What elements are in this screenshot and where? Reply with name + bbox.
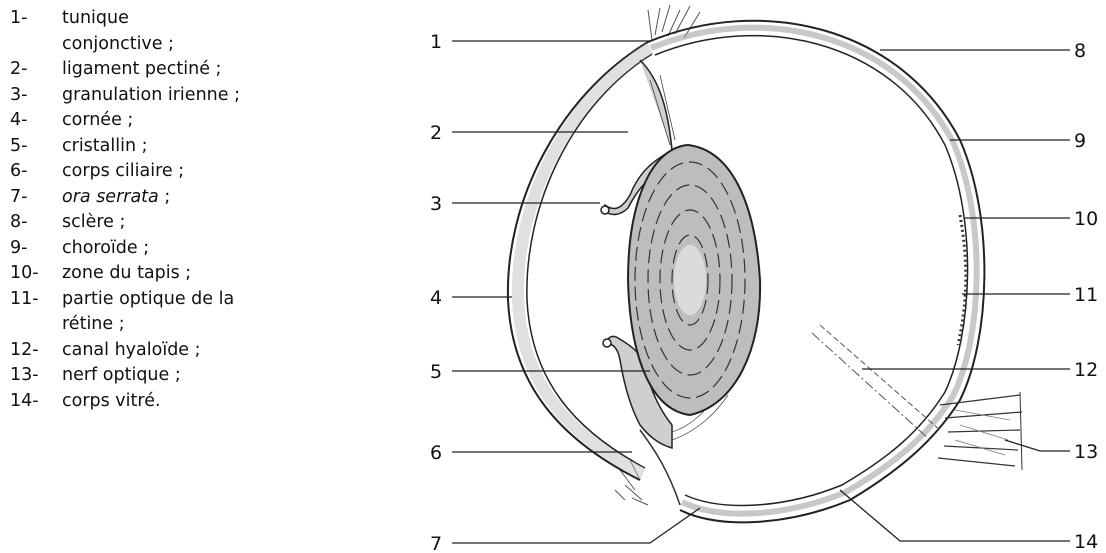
callout-11: 11 — [1074, 284, 1098, 306]
optic-nerve — [938, 392, 1022, 470]
iris-granulation-lower — [603, 339, 611, 347]
iris-granulation-upper — [601, 206, 609, 214]
callout-labels: 1 2 3 4 5 6 7 8 9 10 11 12 13 14 — [430, 31, 1098, 553]
callout-13: 13 — [1074, 441, 1098, 463]
callout-6: 6 — [430, 442, 442, 464]
callout-12: 12 — [1074, 359, 1098, 381]
callout-4: 4 — [430, 287, 442, 309]
callout-7: 7 — [430, 533, 442, 553]
callout-2: 2 — [430, 122, 442, 144]
callout-14: 14 — [1074, 531, 1098, 553]
callout-1: 1 — [430, 31, 442, 53]
lens — [628, 145, 760, 415]
callout-10: 10 — [1074, 208, 1098, 230]
hyaloid-canal — [812, 325, 940, 440]
callout-3: 3 — [430, 193, 442, 215]
callout-8: 8 — [1074, 40, 1086, 62]
callout-9: 9 — [1074, 130, 1086, 152]
callout-5: 5 — [430, 361, 442, 383]
